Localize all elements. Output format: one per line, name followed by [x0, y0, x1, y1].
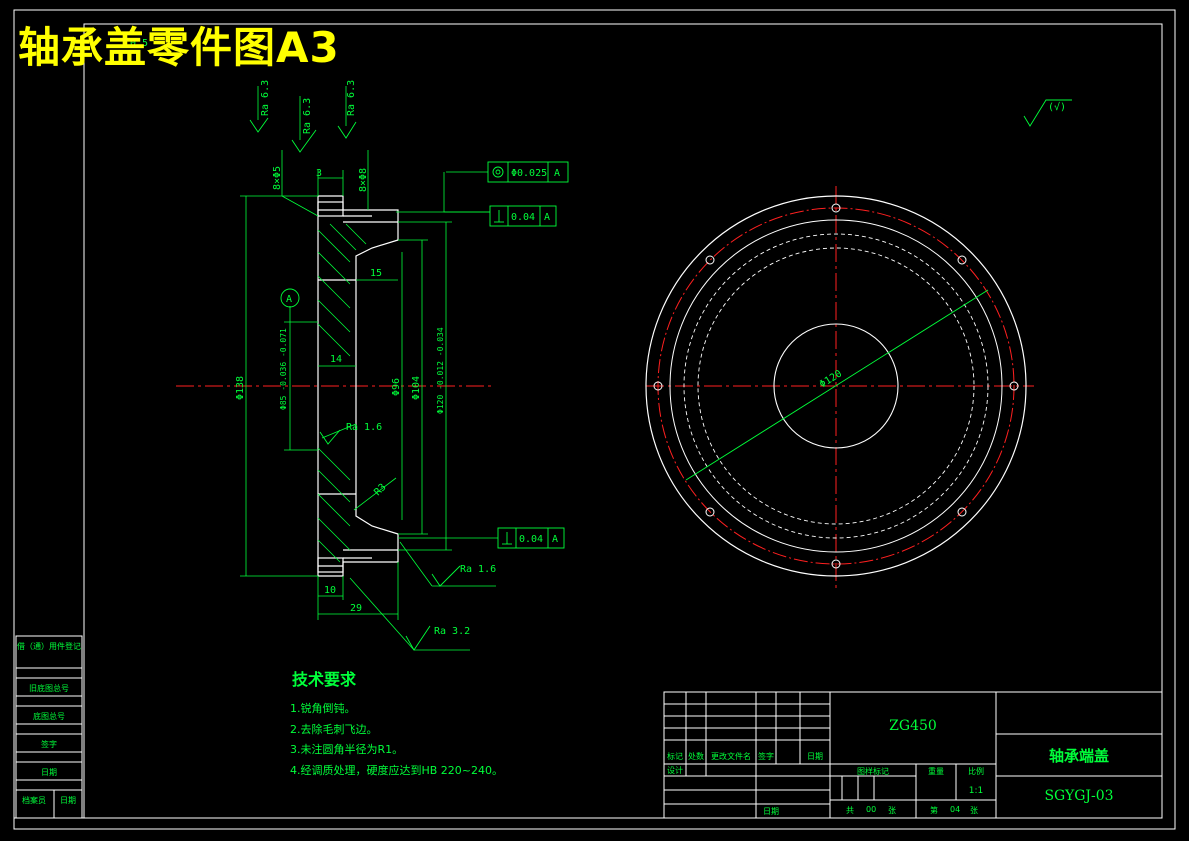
label-biaoji: 标记 — [667, 752, 683, 761]
side-row-4: 签字 — [41, 740, 57, 749]
coaxiality-value: Φ0.025 — [511, 168, 547, 179]
part-name: 轴承端盖 — [1048, 747, 1109, 765]
roughness-bottom: Ra 3.2 — [434, 626, 470, 637]
roughness-symbols — [249, 99, 1072, 651]
dim-14: 14 — [330, 354, 342, 365]
side-row-6b: 日期 — [60, 796, 76, 805]
datum-a: A — [286, 294, 292, 305]
roughness-top3: Ra 6.3 — [346, 80, 357, 116]
dim-3: 3 — [316, 168, 322, 179]
hidden-circle-1 — [683, 233, 989, 539]
dim-15: 15 — [370, 268, 382, 279]
tech-item-2: 2.去除毛刺飞边。 — [290, 723, 378, 736]
tech-item-3: 3.未注圆角半径为R1。 — [290, 743, 404, 756]
side-block-lines — [15, 635, 83, 819]
perp2-value: 0.04 — [519, 534, 543, 545]
front-view: Φ120 — [645, 186, 1034, 590]
scale: 1:1 — [968, 786, 984, 796]
title-block-lines — [663, 691, 1163, 819]
side-row-5: 日期 — [41, 768, 57, 777]
roughness-top2: Ra 6.3 — [302, 98, 313, 134]
dia-120-label: Φ120 — [818, 368, 844, 390]
label-zhongliang: 重量 — [928, 767, 944, 776]
label-bili: 比例 — [968, 767, 984, 776]
part-outline — [317, 195, 399, 577]
drawing-number: SGYGJ-03 — [1044, 788, 1114, 804]
bolt-circle — [657, 207, 1015, 565]
material: ZG450 — [889, 718, 937, 734]
side-row-3: 底图总号 — [33, 712, 65, 721]
roughness-bore: Ra 1.6 — [346, 422, 382, 433]
label-gong: 共 — [846, 806, 854, 815]
tech-item-4: 4.经调质处理，硬度应达到HB 220~240。 — [290, 764, 504, 777]
side-row-2: 旧底图总号 — [29, 684, 69, 693]
dim-29: 29 — [350, 603, 362, 614]
chamfer-left: 8×Φ5 — [272, 166, 283, 190]
outer-circle — [645, 195, 1027, 577]
section-hatch — [317, 223, 367, 563]
bore-circle — [773, 323, 899, 449]
c-note: C0.5 — [124, 38, 148, 49]
label-qianzi: 签字 — [758, 752, 774, 761]
perp1-value: 0.04 — [511, 212, 535, 223]
sheet-total: 00 — [866, 805, 877, 814]
dia-138: Φ138 — [235, 376, 246, 400]
label-gengai: 更改文件名 — [711, 752, 751, 761]
dimension-lines — [240, 86, 498, 651]
radius-r3: R3 — [372, 482, 388, 498]
label-sheji: 设计 — [667, 766, 683, 775]
tech-item-1: 1.锐角倒钝。 — [290, 702, 356, 715]
coaxiality-datum: A — [554, 168, 560, 179]
diameter-dim-line — [685, 289, 989, 481]
side-row-6a: 档案员 — [22, 796, 46, 805]
sheet-no: 04 — [950, 805, 961, 814]
dia-104: Φ104 — [411, 376, 422, 400]
dia-85: Φ85 -0.036 -0.071 — [279, 328, 288, 410]
surface-symbol-note: (√) — [1048, 101, 1066, 113]
section-annotations: Ra 6.3 Ra 6.3 Ra 6.3 8×Φ5 8×Φ8 3 C0.5 Φ0… — [124, 38, 1066, 637]
label-di: 第 — [930, 806, 938, 815]
label-zhang1: 张 — [888, 806, 896, 815]
perp2-datum: A — [552, 534, 558, 545]
sheet-frame — [13, 9, 1176, 830]
bolt-holes — [653, 203, 1019, 569]
label-riqi: 日期 — [807, 752, 823, 761]
dia-96: Φ96 — [391, 378, 402, 396]
roughness-right: Ra 1.6 — [460, 564, 496, 575]
label-chushu: 处数 — [688, 752, 704, 761]
hidden-circle-2 — [697, 247, 975, 525]
side-row-1: 借（通）用件登记 — [17, 642, 81, 651]
perp1-datum: A — [544, 212, 550, 223]
dia-120: Φ120 -0.012 -0.034 — [436, 327, 445, 414]
tech-requirements-title: 技术要求 — [292, 670, 357, 689]
dim-10: 10 — [324, 585, 336, 596]
label-shenhe: 日期 — [763, 807, 779, 816]
flange-circle — [669, 219, 1003, 553]
feature-control-frames — [280, 161, 569, 549]
chamfer-right: 8×Φ8 — [358, 168, 369, 192]
roughness-top1: Ra 6.3 — [260, 80, 271, 116]
label-tuyangbiaoji: 图样标记 — [857, 767, 889, 776]
section-view: Ra 6.3 Ra 6.3 Ra 6.3 8×Φ5 8×Φ8 3 C0.5 Φ0… — [124, 38, 1072, 651]
drawing-title: 轴承盖零件图A3 — [18, 23, 340, 72]
label-zhang2: 张 — [970, 806, 978, 815]
